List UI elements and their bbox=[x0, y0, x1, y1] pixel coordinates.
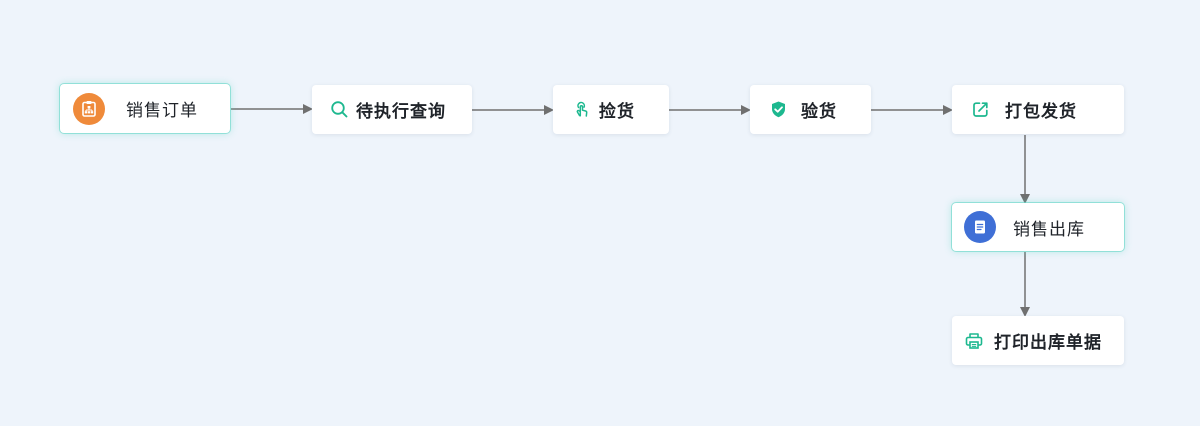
node-label: 销售订单 bbox=[126, 101, 198, 121]
node-inspection[interactable]: 验货 bbox=[750, 85, 871, 134]
touch-hand-icon bbox=[571, 100, 591, 120]
node-pack-ship[interactable]: 打包发货 bbox=[952, 85, 1124, 134]
node-sales-outbound[interactable]: 销售出库 bbox=[952, 203, 1124, 251]
node-label: 打印出库单据 bbox=[994, 333, 1102, 353]
node-sales-order[interactable]: 销售订单 bbox=[60, 84, 230, 133]
printer-icon bbox=[964, 331, 984, 351]
share-external-icon bbox=[970, 100, 990, 120]
node-label: 捡货 bbox=[599, 102, 635, 122]
node-pending-query[interactable]: 待执行查询 bbox=[312, 85, 472, 134]
node-label: 销售出库 bbox=[1013, 219, 1085, 240]
node-picking[interactable]: 捡货 bbox=[553, 85, 669, 134]
node-label: 待执行查询 bbox=[356, 102, 446, 122]
document-icon bbox=[964, 211, 996, 243]
clipboard-sitemap-icon bbox=[73, 92, 105, 125]
node-print-receipt[interactable]: 打印出库单据 bbox=[952, 316, 1124, 365]
node-label: 验货 bbox=[801, 102, 837, 122]
node-label: 打包发货 bbox=[1005, 102, 1077, 122]
search-icon bbox=[329, 100, 349, 120]
shield-check-icon bbox=[768, 100, 788, 120]
